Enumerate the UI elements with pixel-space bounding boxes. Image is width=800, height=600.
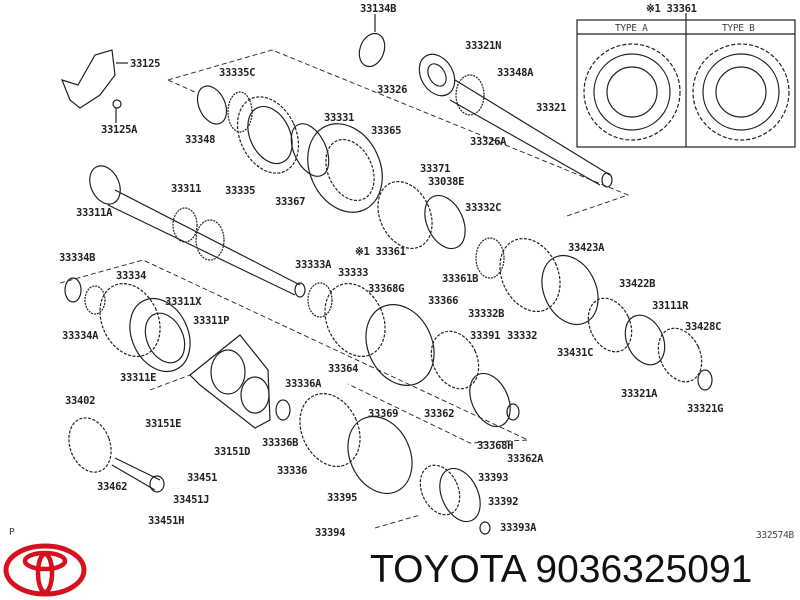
exploded-gear-drawing (59, 13, 796, 535)
part-callout-label: 33311P (193, 315, 230, 327)
part-callout-label: 33125 (130, 58, 161, 70)
part-callout-label: 33333A (295, 259, 332, 271)
part-callout-label: 33368G (368, 283, 405, 295)
inset-type-a-label: TYPE A (615, 23, 648, 34)
part-callout-label: 33336A (285, 378, 322, 390)
part-callout-label: 33326 (377, 84, 408, 96)
part-callout-label: 33391 (470, 330, 501, 342)
part-callout-label: 33332B (468, 308, 505, 320)
part-callout-label: 33395 (327, 492, 358, 504)
part-callout-label: ※1 33361 (355, 246, 406, 258)
part-callout-label: 33428C (685, 321, 722, 333)
part-callout-label: 33335C (219, 67, 256, 79)
part-callout-label: 33335 (225, 185, 256, 197)
part-callout-label: 33392 (488, 496, 519, 508)
part-callout-label: 33321G (687, 403, 724, 415)
part-callout-label: 33348 (185, 134, 216, 146)
part-callout-label: 33451 (187, 472, 218, 484)
dashed-group-lower (59, 259, 529, 444)
part-callout-label: 33362A (507, 453, 544, 465)
part-callout-label: 33311A (76, 207, 113, 219)
bracket-part (60, 49, 116, 109)
part-callout-label: 33394 (315, 527, 346, 539)
part-callout-label: 33125A (101, 124, 138, 136)
part-callout-label: 33321N (465, 40, 502, 52)
part-callout-label: 33326A (470, 136, 507, 148)
part-callout-label: 33332 (507, 330, 538, 342)
part-callout-label: 33336B (262, 437, 299, 449)
inset-type-b-label: TYPE B (722, 23, 755, 34)
part-callout-label: 33451H (148, 515, 185, 527)
part-callout-label: 33365 (371, 125, 402, 137)
part-callout-label: 33331 (324, 112, 355, 124)
part-callout-label: 33393A (500, 522, 537, 534)
drawing-number: 332574B (756, 530, 794, 541)
part-callout-label: 33151D (214, 446, 251, 458)
part-callout-label: 33422B (619, 278, 656, 290)
part-callout-label: 33423A (568, 242, 605, 254)
part-callout-label: 33361B (442, 273, 479, 285)
part-callout-label: ※1 33361 (646, 3, 697, 15)
part-callout-label: 33311 (171, 183, 202, 195)
part-callout-label: 33111R (652, 300, 689, 312)
toyota-logo-icon (3, 543, 87, 597)
part-callout-label: 33368H (477, 440, 514, 452)
part-callout-label: 33451J (173, 494, 210, 506)
part-callout-label: 33336 (277, 465, 308, 477)
part-callout-label: 33366 (428, 295, 459, 307)
part-callout-label: 33311X (165, 296, 202, 308)
page-marker: P (9, 527, 15, 538)
part-callout-label: 33371 (420, 163, 451, 175)
part-callout-label: 33334B (59, 252, 96, 264)
part-callout-label: 33334A (62, 330, 99, 342)
part-callout-label: 33151E (145, 418, 182, 430)
part-callout-label: 33333 (338, 267, 369, 279)
part-callout-label: 33462 (97, 481, 128, 493)
part-callout-label: 33348A (497, 67, 534, 79)
part-callout-label: 33321A (621, 388, 658, 400)
part-callout-label: 33311E (120, 372, 157, 384)
part-callout-label: 33038E (428, 176, 465, 188)
dashed-group-upper (167, 49, 630, 218)
part-callout-label: 33364 (328, 363, 359, 375)
synchro-ring-inset (576, 13, 796, 148)
part-callout-label: 33431C (557, 347, 594, 359)
brand-part-number-caption: TOYOTA 9036325091 (370, 548, 753, 591)
part-callout-label: 33393 (478, 472, 509, 484)
part-callout-label: 33321 (536, 102, 567, 114)
part-callout-label: 33334 (116, 270, 147, 282)
gasket-plate (189, 334, 271, 429)
part-callout-label: 33332C (465, 202, 502, 214)
part-callout-label: 33402 (65, 395, 96, 407)
part-callout-label: 33134B (360, 3, 397, 15)
part-callout-label: 33367 (275, 196, 306, 208)
part-callout-label: 33362 (424, 408, 455, 420)
part-callout-label: 33369 (368, 408, 399, 420)
